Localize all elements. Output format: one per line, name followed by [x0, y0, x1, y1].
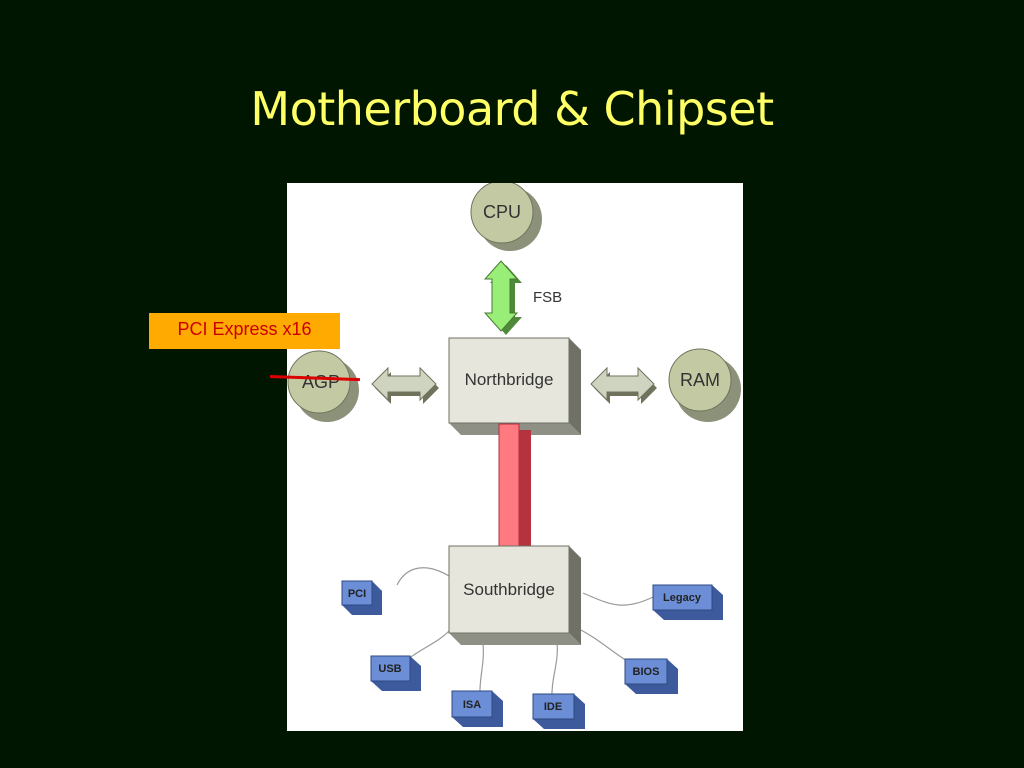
nb-sb-link — [498, 423, 531, 550]
ram-node: RAM — [668, 348, 741, 422]
pci-label: PCI — [348, 588, 366, 600]
ide-node: IDE — [532, 693, 585, 729]
bios-node: BIOS — [624, 658, 678, 694]
isa-node: ISA — [451, 690, 503, 727]
chipset-diagram: CPU FSB Northbridge AGP RAM — [287, 183, 743, 731]
southbridge-label: Southbridge — [463, 580, 555, 599]
usb-node: USB — [370, 655, 421, 691]
usb-label: USB — [378, 663, 401, 675]
isa-label: ISA — [463, 699, 481, 711]
connector-wires — [396, 567, 656, 700]
northbridge-node: Northbridge — [448, 337, 581, 435]
northbridge-ram-arrow — [590, 366, 657, 404]
southbridge-node: Southbridge — [448, 545, 581, 645]
slide-title: Motherboard & Chipset — [250, 82, 774, 136]
ram-label: RAM — [680, 370, 720, 390]
agp-label: AGP — [302, 372, 340, 392]
fsb-arrow: FSB — [483, 260, 562, 335]
cpu-label: CPU — [483, 202, 521, 222]
legacy-node: Legacy — [652, 584, 723, 620]
pci-express-callout: PCI Express x16 — [149, 313, 340, 349]
legacy-label: Legacy — [663, 592, 702, 604]
ide-label: IDE — [544, 701, 562, 713]
bios-label: BIOS — [633, 666, 660, 678]
northbridge-label: Northbridge — [465, 370, 554, 389]
agp-node: AGP — [287, 350, 359, 422]
cpu-node: CPU — [470, 183, 542, 251]
fsb-label: FSB — [533, 289, 562, 306]
agp-northbridge-arrow — [371, 366, 439, 404]
pci-node: PCI — [341, 580, 382, 615]
